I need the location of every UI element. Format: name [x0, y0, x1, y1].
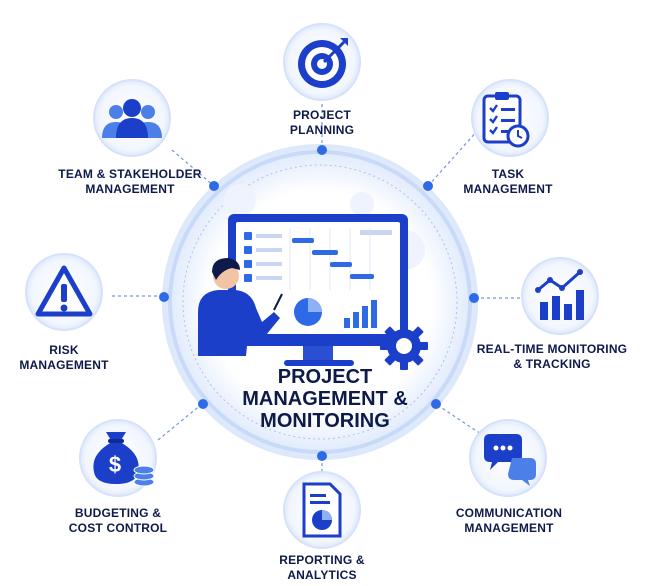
label-line: RISK	[49, 343, 79, 357]
label-line: PLANNING	[289, 123, 355, 137]
center-title-line-1: PROJECT	[277, 366, 373, 388]
bar-chart-trend-icon	[535, 269, 584, 320]
svg-text:$: $	[109, 452, 121, 477]
ring-dots	[159, 145, 479, 461]
chat-bubbles-icon	[484, 434, 536, 486]
connector-lines	[112, 98, 520, 490]
label-line: MANAGEMENT	[464, 521, 554, 535]
label-project-planning: PROJECT PLANNING	[222, 108, 422, 138]
label-communication-management: COMMUNICATION MANAGEMENT	[409, 506, 609, 536]
label-line: ANALYTICS	[287, 568, 357, 582]
center-title: PROJECT MANAGEMENT & MONITORING	[205, 366, 445, 432]
center-title-line-3: MONITORING	[260, 410, 390, 432]
target-icon	[298, 38, 348, 88]
clipboard-checklist-icon	[482, 92, 530, 148]
label-budgeting-cost-control: BUDGETING & COST CONTROL	[18, 506, 218, 536]
team-icon	[102, 99, 162, 138]
label-task-management: TASK MANAGEMENT	[408, 167, 608, 197]
label-reporting-analytics: REPORTING & ANALYTICS	[222, 553, 422, 583]
warning-icon	[35, 265, 93, 317]
label-line: TEAM & STAKEHOLDER	[58, 167, 202, 181]
report-document-icon	[302, 482, 342, 538]
label-line: & TRACKING	[513, 357, 591, 371]
label-line: BUDGETING &	[74, 506, 162, 520]
label-line: MANAGEMENT	[463, 182, 553, 196]
label-line: PROJECT	[292, 108, 352, 122]
person-illustration	[198, 258, 283, 356]
label-line: TASK	[491, 167, 525, 181]
label-line: REPORTING &	[279, 553, 365, 567]
center-ring-inner	[182, 164, 458, 440]
label-risk-management: RISK MANAGEMENT	[0, 343, 164, 373]
label-team-stakeholder-management: TEAM & STAKEHOLDER MANAGEMENT	[30, 167, 230, 197]
label-line: MANAGEMENT	[85, 182, 175, 196]
label-real-time-monitoring: REAL-TIME MONITORING & TRACKING	[452, 342, 650, 372]
money-bag-icon: $	[93, 432, 155, 487]
label-line: REAL-TIME MONITORING	[476, 342, 628, 356]
label-line: COST CONTROL	[68, 521, 168, 535]
label-line: MANAGEMENT	[19, 358, 109, 372]
center-title-line-2: MANAGEMENT &	[242, 388, 408, 410]
gear-icon	[380, 322, 428, 370]
label-line: COMMUNICATION	[455, 506, 563, 520]
